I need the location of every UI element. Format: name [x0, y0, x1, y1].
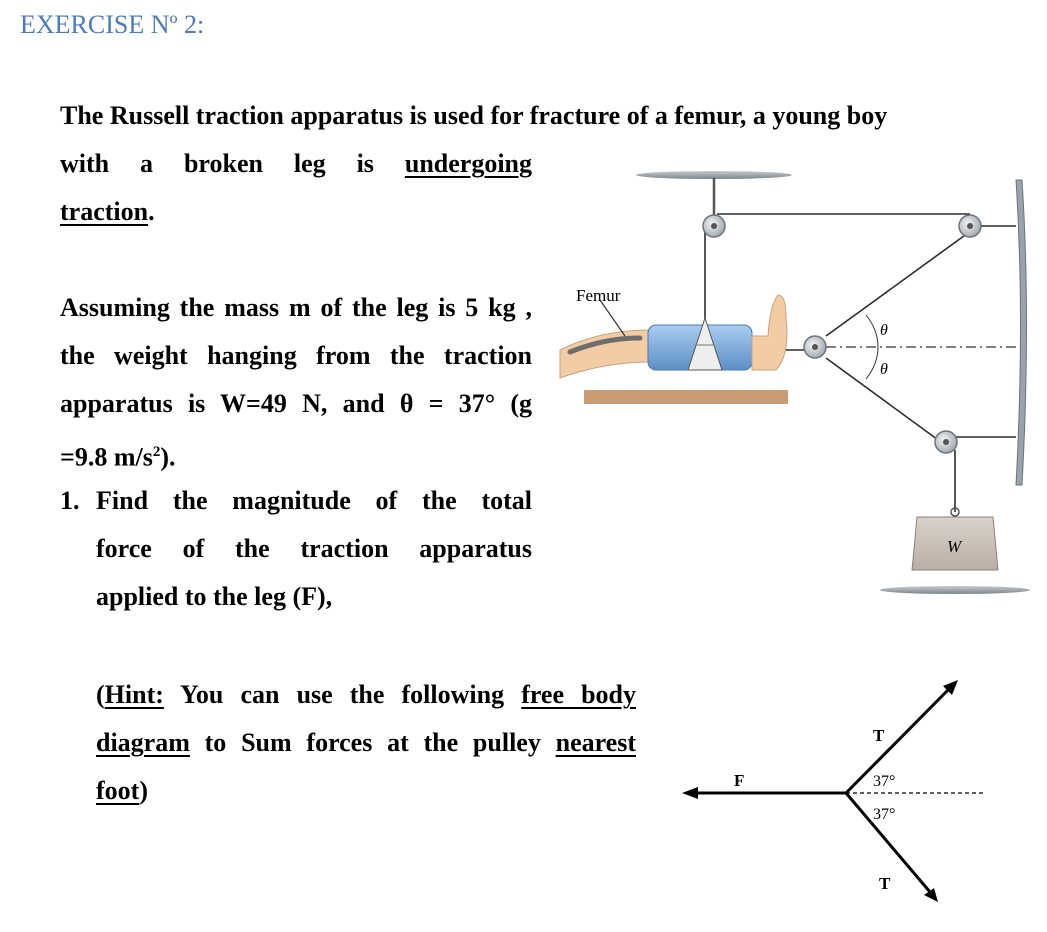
assumptions-line-3-text: apparatus is W=49 N, and — [60, 389, 385, 418]
theta-label-bottom: θ — [880, 361, 888, 378]
free-body-diagram: F T T 37° 37° — [682, 680, 986, 902]
hint-close-paren: ) — [139, 776, 148, 805]
intro-line-2-text: with a broken leg is — [60, 149, 374, 178]
intro-line-3: traction. — [60, 188, 960, 236]
intro-line-2: with a broken leg is undergoing — [60, 140, 532, 188]
question-line-1: Find the magnitude of the total — [96, 486, 532, 515]
tension-bottom-arrowhead — [924, 888, 938, 902]
pulley-wall-lower — [934, 430, 958, 454]
question-1: 1. Find the magnitude of the total force… — [60, 477, 532, 621]
wall-post — [1015, 179, 1027, 486]
tension-bottom-line — [844, 792, 932, 893]
assumptions-line-4: =9.8 m/s2). — [60, 428, 532, 482]
pulley-wall-upper — [958, 214, 982, 238]
underlined-diagram: diagram — [96, 728, 190, 757]
tension-bottom-label: T — [879, 874, 891, 893]
weight-hook — [950, 507, 960, 517]
assumptions-paragraph: Assuming the mass m of the leg is 5 kg ,… — [60, 284, 532, 482]
assumptions-line-3: apparatus is W=49 N, and θ = 37° (g — [60, 380, 532, 428]
rope-system — [704, 213, 1016, 512]
leg-cast — [647, 324, 753, 371]
bed — [584, 390, 788, 404]
question-body: Find the magnitude of the total force of… — [96, 477, 532, 621]
angle-bottom-label: 37° — [873, 806, 895, 823]
leg-sling — [687, 316, 723, 371]
femur-bone — [567, 335, 643, 355]
underlined-undergoing: undergoing — [404, 149, 533, 178]
theta-arc-top — [865, 314, 879, 348]
intro-paragraph: The Russell traction apparatus is used f… — [60, 92, 960, 236]
exercise-heading: EXERCISE Nº 2: — [20, 10, 205, 39]
weight-block — [911, 516, 999, 571]
question-line-3: applied to the leg (F), — [96, 582, 333, 611]
femur-pointer-line — [599, 299, 626, 337]
theta-arc-bottom — [865, 346, 879, 380]
hint-paragraph: (Hint: You can use the following free bo… — [96, 671, 636, 815]
question-line-2: force of the traction apparatus — [96, 534, 532, 563]
rope-upper — [825, 232, 969, 337]
pulley-foot — [803, 335, 827, 359]
force-F-label: F — [734, 771, 744, 790]
underlined-foot: foot — [96, 776, 140, 805]
gravity-value: =9.8 m/s — [60, 442, 153, 472]
femur-label: Femur — [576, 286, 621, 305]
thigh — [559, 329, 651, 379]
intro-line-3-period: . — [148, 197, 155, 226]
assumptions-line-4-close: ). — [160, 442, 176, 472]
foot — [751, 294, 788, 371]
rope-lower — [825, 357, 946, 446]
weight-label: W — [947, 537, 963, 556]
hint-line-1: (Hint: You can use the following free bo… — [96, 671, 636, 719]
hint-text-2: to Sum forces at the pulley — [189, 728, 556, 757]
assumptions-line-2: the weight hanging from the traction — [60, 341, 532, 370]
tension-top-line — [844, 688, 950, 795]
hint-line-3: foot) — [96, 767, 636, 815]
tension-top-arrowhead — [943, 680, 958, 695]
force-F-arrowhead — [682, 787, 698, 799]
hint-line-2: diagram to Sum forces at the pulley near… — [96, 719, 636, 767]
hint-text-1: You can use the following — [163, 680, 522, 709]
underlined-free-body: free body — [521, 680, 637, 709]
question-number: 1. — [60, 486, 80, 515]
underlined-nearest: nearest — [555, 728, 636, 757]
hint-label: Hint: — [104, 680, 164, 709]
assumptions-line-1: Assuming the mass m of the leg is 5 kg , — [60, 293, 532, 322]
hint-open-paren: ( — [96, 680, 105, 709]
intro-line-1: The Russell traction apparatus is used f… — [60, 101, 888, 130]
gravity-exponent: 2 — [152, 444, 161, 460]
theta-label-top: θ — [880, 322, 888, 339]
theta-value: θ = 37° (g — [399, 389, 532, 418]
underlined-traction: traction — [60, 197, 149, 226]
angle-top-label: 37° — [873, 773, 895, 790]
floor-bar — [880, 586, 1030, 594]
tension-top-label: T — [873, 726, 885, 745]
